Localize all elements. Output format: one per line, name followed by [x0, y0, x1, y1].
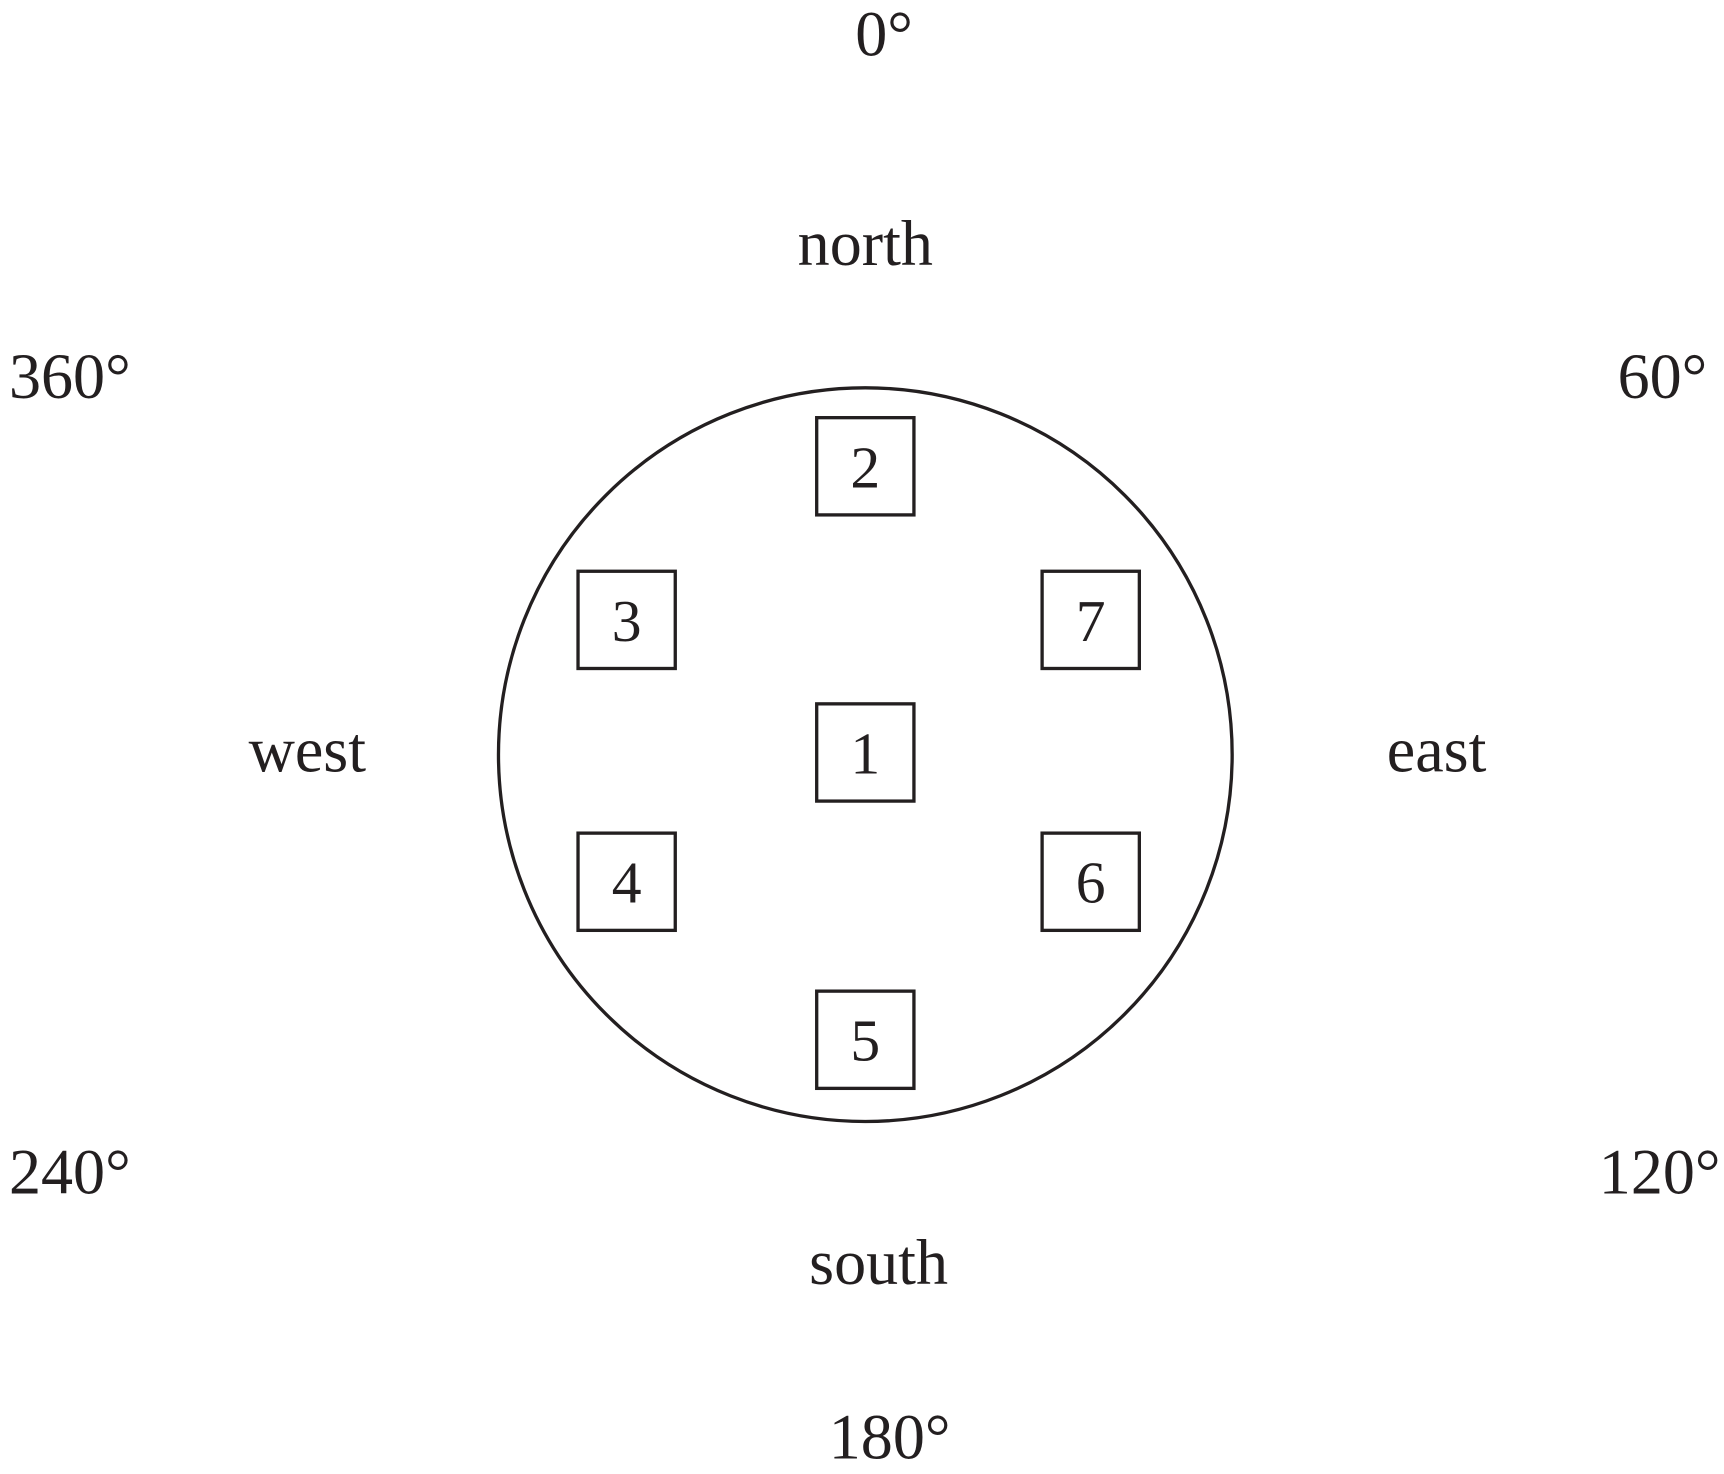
position-box-2: 2 [815, 416, 916, 517]
box-frame [1040, 569, 1141, 671]
box-frame [576, 831, 677, 933]
box-number: 4 [612, 850, 642, 916]
label-120-degrees: 120° [1599, 1136, 1721, 1207]
label-east: east [1387, 714, 1487, 785]
label-180-degrees: 180° [829, 1402, 951, 1473]
label-north: north [798, 208, 933, 279]
box-number: 5 [850, 1008, 880, 1074]
position-box-3: 3 [576, 569, 677, 671]
box-number: 6 [1076, 850, 1106, 916]
box-number: 1 [850, 720, 880, 786]
label-60-degrees: 60° [1618, 341, 1708, 412]
box-number: 2 [850, 434, 880, 500]
label-360-degrees: 360° [9, 341, 131, 412]
box-frame [815, 702, 916, 803]
position-box-1: 1 [815, 702, 916, 803]
outer-circle [496, 386, 1234, 1124]
position-box-4: 4 [576, 831, 677, 933]
position-box-5: 5 [815, 989, 916, 1091]
label-240-degrees: 240° [9, 1136, 131, 1207]
label-west: west [249, 714, 367, 785]
position-box-7: 7 [1040, 569, 1141, 671]
box-frame [1040, 831, 1141, 933]
label-0-degrees: 0° [855, 0, 913, 69]
position-box-6: 6 [1040, 831, 1141, 933]
box-frame [815, 989, 916, 1091]
label-south: south [809, 1227, 948, 1298]
box-number: 3 [612, 588, 642, 654]
box-frame [576, 569, 677, 671]
box-frame [815, 416, 916, 517]
box-number: 7 [1076, 588, 1106, 654]
